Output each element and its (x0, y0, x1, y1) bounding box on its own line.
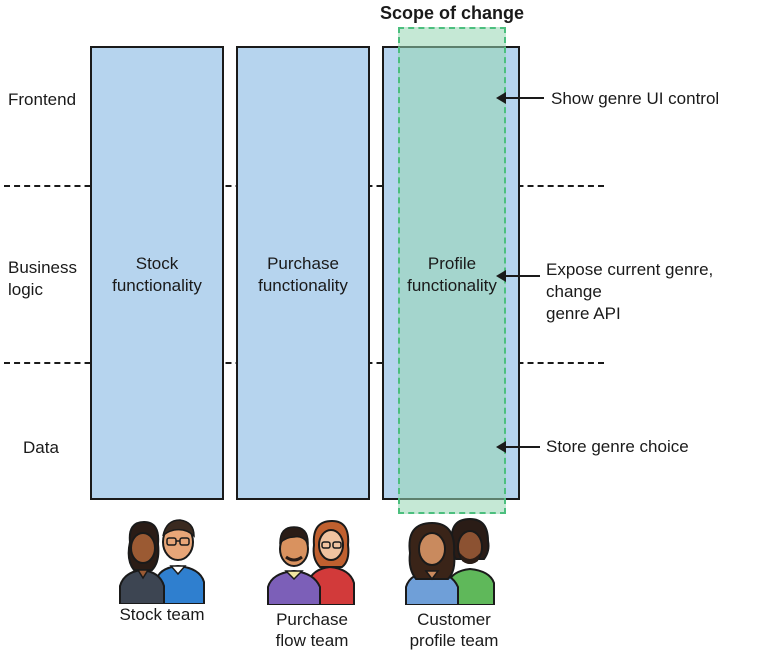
scope-title: Scope of change (379, 3, 525, 23)
arrow-business-line (504, 275, 540, 277)
stock-team-people-icon (119, 519, 205, 604)
annotation-business: Expose current genre, change genre API (546, 260, 714, 323)
layer-label-frontend: Frontend (8, 90, 77, 109)
arrow-frontend-head (496, 92, 506, 104)
arrow-business-head (496, 270, 506, 282)
team-label-customer-profile: Customer profile team (409, 610, 499, 650)
customer-profile-team-people-icon (405, 517, 495, 605)
annotation-data: Store genre choice (546, 437, 689, 456)
purchase-flow-team-people-icon (267, 519, 355, 605)
column-label-purchase: Purchase functionality (258, 254, 348, 295)
team-label-purchase-flow: Purchase flow team (275, 610, 349, 650)
arrow-frontend-line (504, 97, 544, 99)
column-stock (90, 46, 224, 500)
layer-label-data: Data (23, 438, 59, 457)
column-label-stock: Stock functionality (112, 254, 202, 295)
column-label-profile: Profile functionality (407, 254, 497, 295)
arrow-data-head (496, 441, 506, 453)
scope-of-change-region (398, 27, 506, 514)
team-label-stock: Stock team (119, 605, 205, 624)
annotation-frontend: Show genre UI control (551, 89, 720, 108)
layer-label-business-logic: Business logic (8, 258, 77, 299)
column-purchase (236, 46, 370, 500)
arrow-data-line (504, 446, 540, 448)
